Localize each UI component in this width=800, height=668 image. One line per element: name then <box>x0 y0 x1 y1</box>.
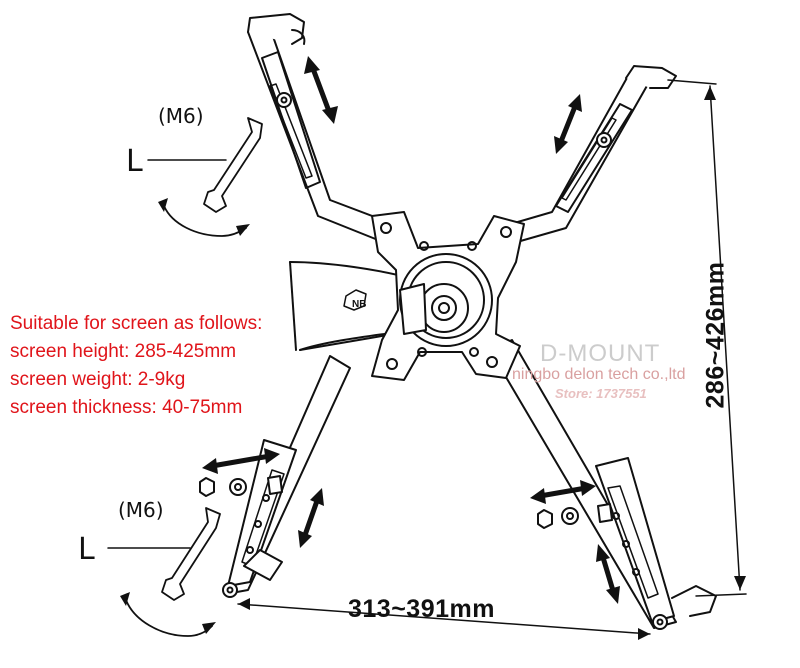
wrench-top-l-label: L <box>126 144 143 179</box>
arrow-heads <box>202 56 620 604</box>
spec-thickness: screen thickness: 40-75mm <box>10 397 243 418</box>
upper-left-arm <box>247 13 389 241</box>
watermark-company: ningbo delon tech co.,ltd <box>512 366 686 383</box>
width-dimension-label: 313~391mm <box>348 595 495 623</box>
svg-text:NB: NB <box>352 299 366 310</box>
wrench-bottom-icon <box>107 507 221 637</box>
spec-height: screen height: 285-425mm <box>10 341 237 362</box>
bolt-washer-right <box>537 503 613 529</box>
width-dimension-line <box>237 598 651 640</box>
wrench-bottom-size-label: (M6) <box>118 498 164 522</box>
bolt-washer-left <box>199 475 283 497</box>
upper-right-arm <box>503 65 677 245</box>
logo-icon: NB <box>343 289 367 311</box>
height-dimension-label: 286~426mm <box>701 261 730 409</box>
screen-spec-block: Suitable for screen as follows: screen h… <box>10 310 262 422</box>
wrench-bottom-l-label: L <box>78 532 95 567</box>
wrench-top-size-label: (M6) <box>158 104 204 128</box>
wrench-top-icon <box>147 117 263 237</box>
spec-weight: screen weight: 2-9kg <box>10 369 186 390</box>
watermark-store: Store: 1737551 <box>555 386 647 401</box>
watermark-brand: D-MOUNT <box>540 340 661 367</box>
lower-left-arm <box>222 355 351 598</box>
adjust-arrows <box>209 63 617 597</box>
height-dimension-line <box>667 79 747 597</box>
spec-heading: Suitable for screen as follows: <box>10 313 263 334</box>
tilt-joint <box>399 253 493 347</box>
